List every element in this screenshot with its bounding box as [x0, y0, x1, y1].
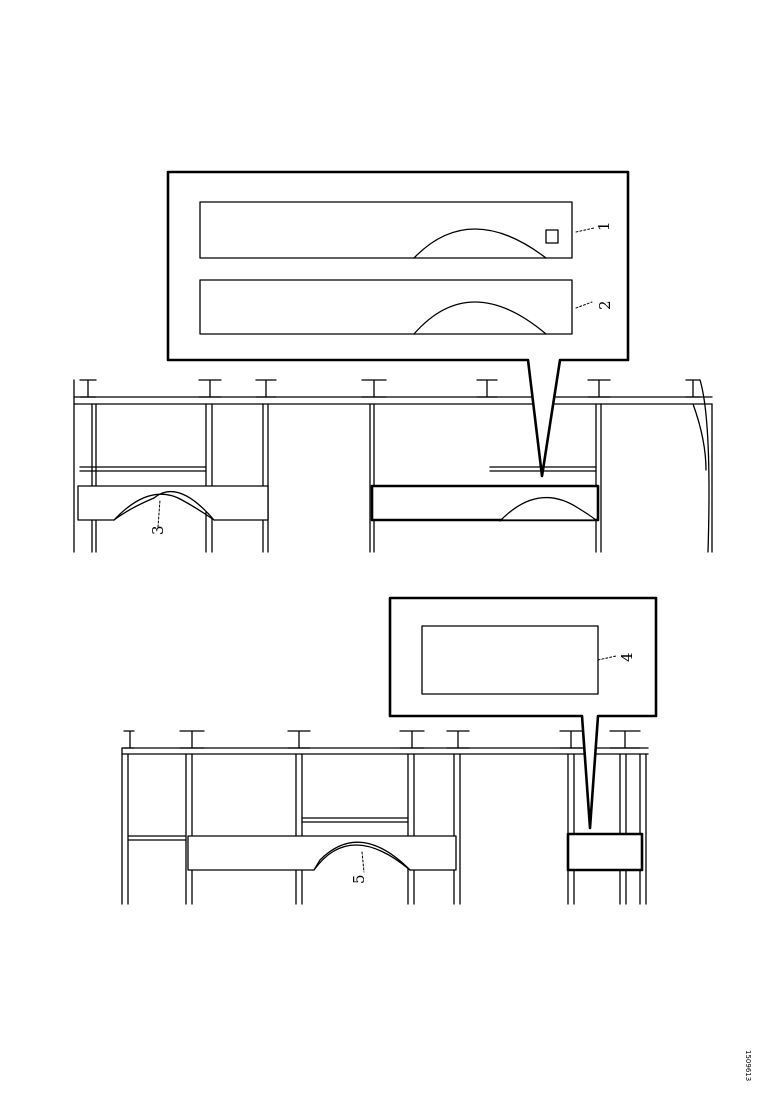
label-4: 4: [618, 652, 636, 662]
lower-i-beams: [123, 730, 641, 749]
element-2: [199, 279, 573, 335]
lower-posts: [121, 747, 647, 905]
document-id: 1509613: [744, 1050, 752, 1082]
upper-assembly: 3: [73, 379, 713, 553]
board-right: [370, 484, 600, 522]
lower-callout: 4: [388, 596, 658, 830]
label-3: 3: [149, 525, 167, 535]
upper-callout: 1 2: [166, 170, 630, 478]
label-2: 2: [596, 300, 614, 310]
leader-3: [157, 499, 161, 528]
board-3: [77, 485, 269, 521]
element-1-notch: [545, 229, 559, 244]
label-5: 5: [350, 874, 368, 884]
upper-i-beams: [79, 379, 701, 398]
upper-posts: [73, 379, 713, 553]
board-5: [187, 835, 457, 871]
lower-callout-frame: [388, 596, 658, 830]
lower-assembly: 5: [121, 730, 649, 905]
board-4-small: [566, 832, 644, 872]
element-1: [199, 201, 573, 259]
upper-callout-frame: [166, 170, 630, 478]
label-1: 1: [595, 221, 613, 231]
